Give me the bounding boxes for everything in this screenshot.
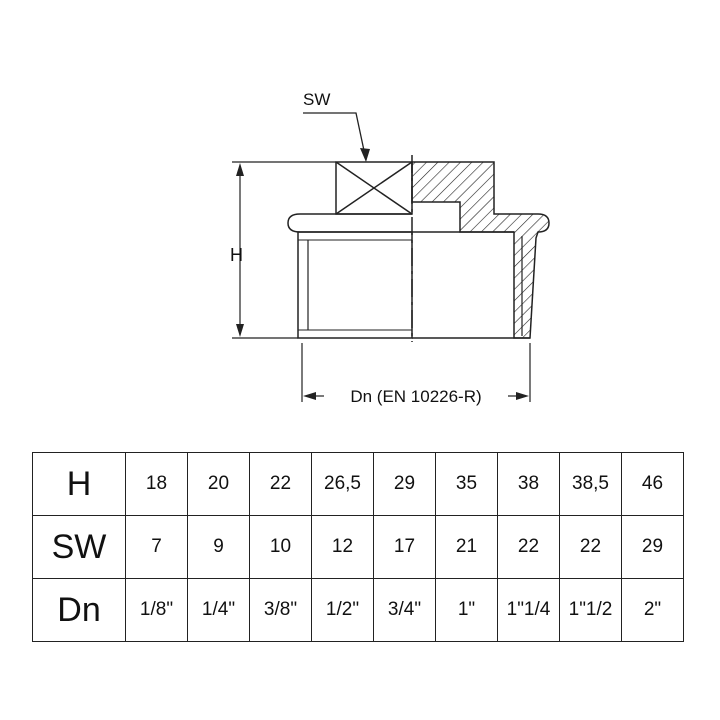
table-cell: 2"	[621, 578, 684, 642]
h-dimension	[232, 161, 336, 339]
sw-leader-line	[303, 112, 367, 161]
table-cell: 21	[435, 515, 498, 579]
table-cell: 22	[559, 515, 622, 579]
h-arrow-bottom	[236, 324, 244, 337]
table-cell: 1"	[435, 578, 498, 642]
section-hatched-wall	[411, 161, 550, 339]
dn-label: Dn (EN 10226-R)	[350, 387, 481, 406]
table-cell: 22	[249, 452, 312, 516]
sw-label: SW	[303, 90, 330, 109]
dn-arrow-left	[303, 392, 316, 400]
h-label: H	[230, 245, 243, 265]
table-cell: 22	[497, 515, 560, 579]
table-cell: 1"1/4	[497, 578, 560, 642]
table-cell: 38,5	[559, 452, 622, 516]
row-header: SW	[32, 515, 126, 579]
row-header: H	[32, 452, 126, 516]
table-cell: 1/2"	[311, 578, 374, 642]
table-cell: 1/8"	[125, 578, 188, 642]
table-cell: 9	[187, 515, 250, 579]
table-cell: 3/4"	[373, 578, 436, 642]
table-cell: 29	[373, 452, 436, 516]
table-cell: 46	[621, 452, 684, 516]
table-cell: 26,5	[311, 452, 374, 516]
collar	[287, 213, 412, 233]
table-cell: 38	[497, 452, 560, 516]
table-cell: 1/4"	[187, 578, 250, 642]
table-cell: 10	[249, 515, 312, 579]
threaded-body	[297, 231, 413, 339]
table-cell: 17	[373, 515, 436, 579]
table-cell: 29	[621, 515, 684, 579]
table-cell: 3/8"	[249, 578, 312, 642]
table-cell: 1"1/2	[559, 578, 622, 642]
dn-arrow-right	[516, 392, 529, 400]
table-cell: 12	[311, 515, 374, 579]
hex-head	[335, 161, 413, 215]
table-cell: 20	[187, 452, 250, 516]
table-cell: 35	[435, 452, 498, 516]
row-header: Dn	[32, 578, 126, 642]
table-cell: 7	[125, 515, 188, 579]
table-cell: 18	[125, 452, 188, 516]
hex-plug-technical-drawing: SW H Dn (EN 10226-R)	[230, 90, 550, 406]
h-arrow-top	[236, 163, 244, 176]
sw-leader-arrowhead	[360, 148, 370, 162]
